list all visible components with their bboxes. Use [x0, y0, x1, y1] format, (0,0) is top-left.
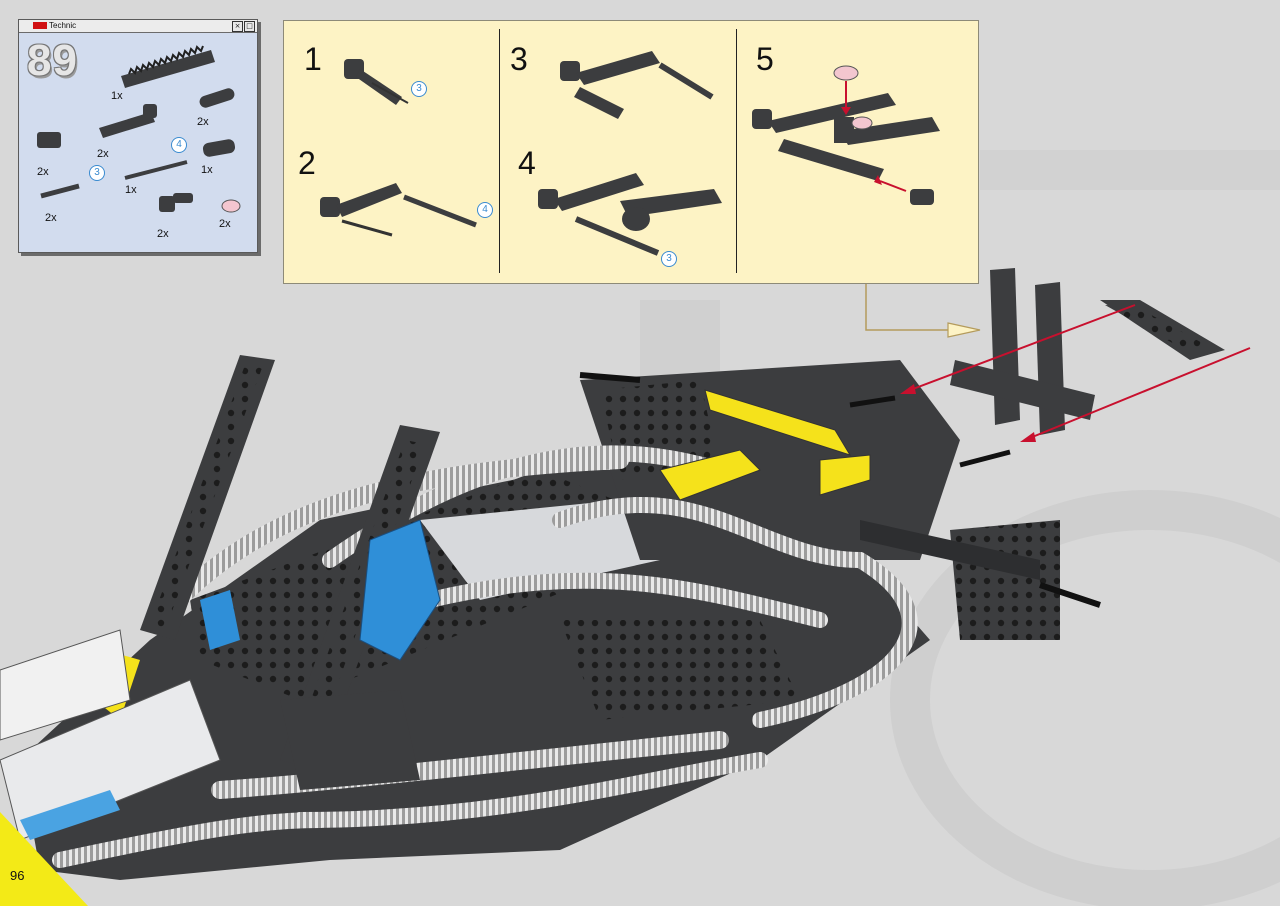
substep-3-assembly: [560, 51, 714, 119]
parts-illustrations: [37, 45, 241, 213]
panel-divider: [736, 29, 737, 273]
parts-list-panel: Technic × □ 89 1x 2x 2x 2x 1x 2x 1x 2x 2…: [18, 19, 258, 253]
white-panels: [0, 629, 221, 841]
substep-5-assembly: [752, 65, 940, 205]
part-count: 1x: [125, 184, 137, 196]
length-callout: 3: [411, 81, 427, 97]
substep-4-assembly: [538, 173, 722, 256]
substep-2-assembly: [320, 183, 477, 237]
window-maximize-icon[interactable]: □: [244, 21, 255, 32]
length-callout: 4: [477, 202, 493, 218]
length-callout: 3: [661, 251, 677, 267]
part-gear-rack: [121, 45, 215, 88]
part-count: 2x: [97, 148, 109, 160]
panel-connector-arrowhead: [947, 322, 981, 338]
part-count: 2x: [37, 166, 49, 178]
parts-titlebar: Technic × □: [19, 20, 257, 33]
part-axle-short: [40, 183, 80, 199]
substep-number-5: 5: [756, 41, 774, 77]
page-number: 96: [10, 868, 25, 883]
sub-assembly-panel: 1 2 3 4 5: [283, 20, 979, 284]
app-title: Technic: [49, 21, 77, 30]
part-beam-3: [99, 104, 157, 138]
part-count: 1x: [201, 164, 213, 176]
angled-beams: [140, 355, 440, 790]
brand-logo: [33, 22, 47, 29]
substep-number-4: 4: [518, 145, 536, 181]
part-pin-connector: [159, 193, 193, 212]
part-beam-short: [199, 88, 235, 108]
part-pink-bush: [221, 199, 241, 213]
part-bush-dark: [202, 139, 236, 157]
attach-assembly: [950, 268, 1225, 435]
substep-number-3: 3: [510, 41, 528, 77]
length-callout: 4: [171, 137, 187, 153]
insertion-arrows: [900, 304, 1251, 442]
part-count: 1x: [111, 90, 123, 102]
length-callout: 3: [89, 165, 105, 181]
part-count: 2x: [157, 228, 169, 240]
panel-connector-arrow: [865, 283, 948, 331]
part-count: 2x: [45, 212, 57, 224]
window-close-icon[interactable]: ×: [232, 21, 243, 32]
substep-illustrations: [320, 51, 940, 256]
part-axle-long: [124, 160, 188, 180]
step-number: 89: [27, 36, 78, 85]
flex-hoses: [52, 445, 918, 868]
panel-divider: [499, 29, 500, 273]
substep-1-assembly: [344, 59, 409, 105]
page-corner: [0, 812, 88, 906]
part-count: 2x: [197, 116, 209, 128]
part-count: 2x: [219, 218, 231, 230]
substep-number-2: 2: [298, 145, 316, 181]
substep-number-1: 1: [304, 41, 322, 77]
part-connector-block: [37, 132, 61, 148]
blue-parts: [200, 519, 441, 661]
